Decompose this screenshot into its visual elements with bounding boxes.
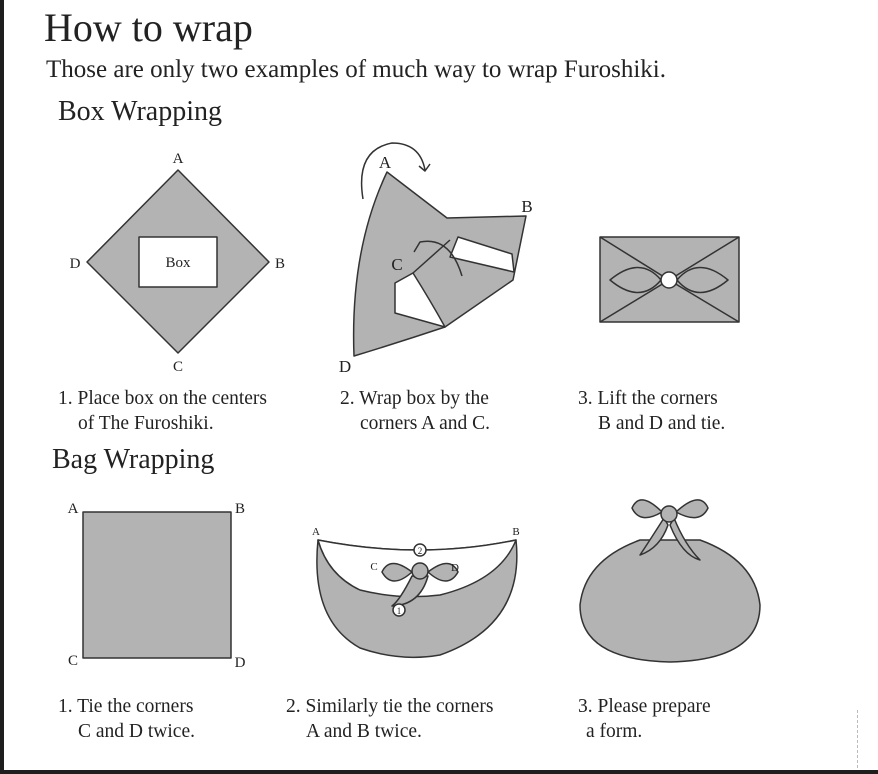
box-shape — [138, 236, 218, 288]
corner-label-d: D — [451, 562, 459, 574]
corner-label-a: A — [379, 153, 392, 172]
box-step2-diagram: A B C D — [339, 142, 533, 376]
box-step2-caption: 2. Wrap box by the corners A and C. — [340, 386, 490, 436]
arrow-icon — [360, 142, 426, 200]
corner-label-c: C — [370, 561, 377, 573]
bag-step2-caption: 2. Similarly tie the corners A and B twic… — [286, 694, 493, 744]
corner-label-d: D — [339, 357, 351, 376]
bag-step2-diagram: 2 1 A B C D — [312, 526, 520, 659]
knot-loop — [676, 266, 729, 294]
caption-line: 3. Please prepare — [578, 696, 711, 717]
bag-step1-caption: 1. Tie the corners C and D twice. — [58, 694, 195, 744]
corner-label-c: C — [391, 255, 402, 274]
box-step3-diagram — [599, 236, 740, 323]
caption-line: 2. Similarly tie the corners — [286, 696, 494, 717]
knot-loop — [631, 499, 663, 519]
corner-label-a: A — [312, 526, 320, 538]
corner-label-b: B — [235, 501, 245, 517]
corner-label-b: B — [275, 256, 285, 272]
corner-label-b: B — [521, 197, 532, 216]
caption-line: corners A and C. — [360, 413, 490, 434]
box-edge — [449, 236, 515, 273]
caption-line: 1. Tie the corners — [58, 696, 194, 717]
page-title: How to wrap — [44, 5, 253, 50]
corner-label-c: C — [173, 359, 183, 375]
bag-body — [579, 539, 761, 663]
corner-label-d: D — [235, 655, 246, 671]
box-step3-caption: 3. Lift the corners B and D and tie. — [578, 386, 725, 436]
step-number-1: 1 — [397, 606, 402, 616]
caption-line: B and D and tie. — [598, 413, 726, 434]
corner-label-c: C — [68, 653, 78, 669]
corner-label-a: A — [68, 501, 79, 517]
box-edge — [394, 272, 446, 328]
window-frame-bottom — [0, 770, 878, 774]
caption-line: of The Furoshiki. — [78, 413, 214, 434]
step-number-2: 2 — [418, 546, 423, 556]
bag-wrapping-heading: Bag Wrapping — [52, 444, 215, 475]
corner-label-a: A — [173, 151, 184, 167]
furoshiki-square — [82, 511, 232, 659]
caption-line: a form. — [586, 721, 643, 742]
knot-loop — [675, 499, 709, 519]
arrow-icon — [413, 240, 463, 277]
page-subtitle: Those are only two examples of much way … — [46, 56, 667, 83]
caption-line: 1. Place box on the centers — [58, 388, 268, 409]
corner-label-d: D — [70, 256, 81, 272]
knot-loop — [609, 266, 662, 294]
corner-label-b: B — [512, 526, 519, 538]
caption-line: C and D twice. — [78, 721, 195, 742]
scroll-guide — [857, 710, 858, 768]
box-label: Box — [165, 255, 191, 271]
bag-step3-caption: 3. Please prepare a form. — [578, 694, 711, 744]
caption-line: A and B twice. — [306, 721, 422, 742]
knot-loop — [427, 562, 459, 582]
bag-step1-diagram: A B C D — [68, 501, 246, 671]
box-wrapping-heading: Box Wrapping — [58, 96, 223, 127]
knot-icon — [660, 505, 678, 523]
bag-step3-diagram — [579, 499, 761, 663]
box-step1-diagram: A B C D Box — [70, 151, 285, 375]
caption-line: 3. Lift the corners — [578, 388, 718, 409]
caption-line: 2. Wrap box by the — [340, 388, 489, 409]
knot-loop — [381, 562, 413, 582]
window-frame-left — [0, 0, 4, 774]
box-step1-caption: 1. Place box on the centers of The Furosh… — [58, 386, 267, 436]
knot-icon — [660, 271, 678, 289]
